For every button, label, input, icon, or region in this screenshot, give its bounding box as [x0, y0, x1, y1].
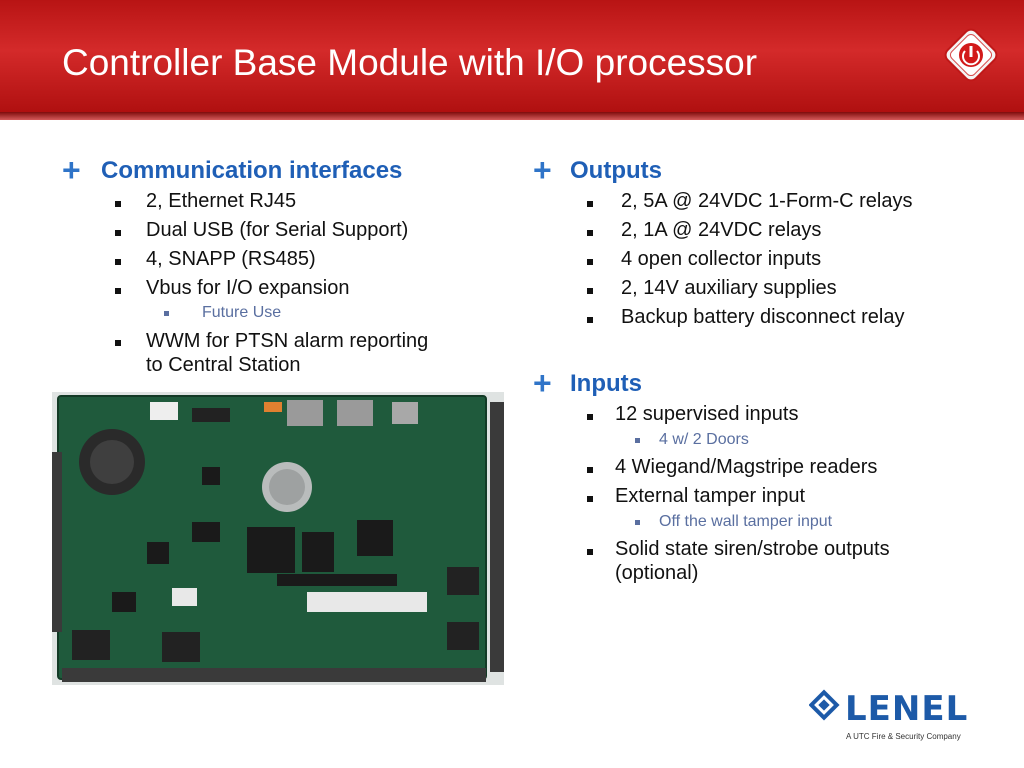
- bullet-icon: [115, 340, 121, 346]
- list-item: 4, SNAPP (RS485): [146, 248, 316, 270]
- outputs-section: + Outputs 2, 5A @ 24VDC 1-Form-C relays …: [533, 152, 993, 337]
- list-item: Dual USB (for Serial Support): [146, 219, 409, 241]
- brand-name: LENEL: [845, 689, 968, 729]
- bullet-icon: [587, 414, 593, 420]
- slide-title: Controller Base Module with I/O processo…: [62, 42, 758, 83]
- sub-list-item: Off the wall tamper input: [659, 513, 833, 530]
- bullet-icon: [587, 467, 593, 473]
- header-bar: [0, 0, 1024, 112]
- bullet-icon: [587, 201, 593, 207]
- list-item: WWM for PTSN alarm reporting: [146, 330, 429, 352]
- list-item: Vbus for I/O expansion: [146, 277, 350, 299]
- list-item: 2, 14V auxiliary supplies: [621, 277, 837, 299]
- list-item: 12 supervised inputs: [615, 403, 799, 425]
- bullet-icon: [587, 230, 593, 236]
- bullet-icon: [587, 549, 593, 555]
- list-item: Backup battery disconnect relay: [621, 306, 905, 328]
- plus-icon: +: [62, 152, 81, 188]
- sub-list-item: Future Use: [202, 304, 282, 321]
- section-heading: Communication interfaces: [101, 157, 403, 184]
- communication-section: + Communication interfaces 2, Ethernet R…: [62, 152, 502, 387]
- bullet-icon: [587, 317, 593, 323]
- plus-icon: +: [533, 152, 552, 188]
- bullet-icon: [587, 259, 593, 265]
- bullet-icon: [115, 230, 121, 236]
- bullet-icon: [587, 496, 593, 502]
- sub-bullet-icon: [164, 311, 169, 316]
- brand-tagline: A UTC Fire & Security Company: [846, 732, 961, 741]
- sub-bullet-icon: [635, 438, 640, 443]
- bullet-icon: [115, 259, 121, 265]
- bullet-icon: [115, 201, 121, 207]
- lenel-logo: LENEL A UTC Fire & Security Company: [809, 689, 968, 741]
- list-item: 2, 1A @ 24VDC relays: [621, 219, 822, 241]
- list-item: 4 Wiegand/Magstripe readers: [615, 456, 878, 478]
- list-item-continuation: to Central Station: [146, 354, 301, 376]
- list-item: 4 open collector inputs: [621, 248, 822, 270]
- list-item: 2, 5A @ 24VDC 1-Form-C relays: [621, 190, 913, 212]
- sub-bullet-icon: [635, 520, 640, 525]
- sub-list-item: 4 w/ 2 Doors: [659, 431, 749, 448]
- bullet-icon: [587, 288, 593, 294]
- list-item: 2, Ethernet RJ45: [146, 190, 297, 212]
- power-icon: [944, 28, 998, 82]
- section-heading: Outputs: [570, 157, 662, 184]
- list-item-continuation: (optional): [615, 562, 699, 584]
- section-heading: Inputs: [570, 370, 642, 397]
- bullet-icon: [115, 288, 121, 294]
- header-divider: [0, 112, 1024, 120]
- inputs-section: + Inputs 12 supervised inputs 4 w/ 2 Doo…: [533, 365, 993, 590]
- plus-icon: +: [533, 365, 552, 401]
- controller-board-photo: [52, 392, 504, 685]
- list-item: External tamper input: [615, 485, 806, 507]
- list-item: Solid state siren/strobe outputs: [615, 538, 890, 560]
